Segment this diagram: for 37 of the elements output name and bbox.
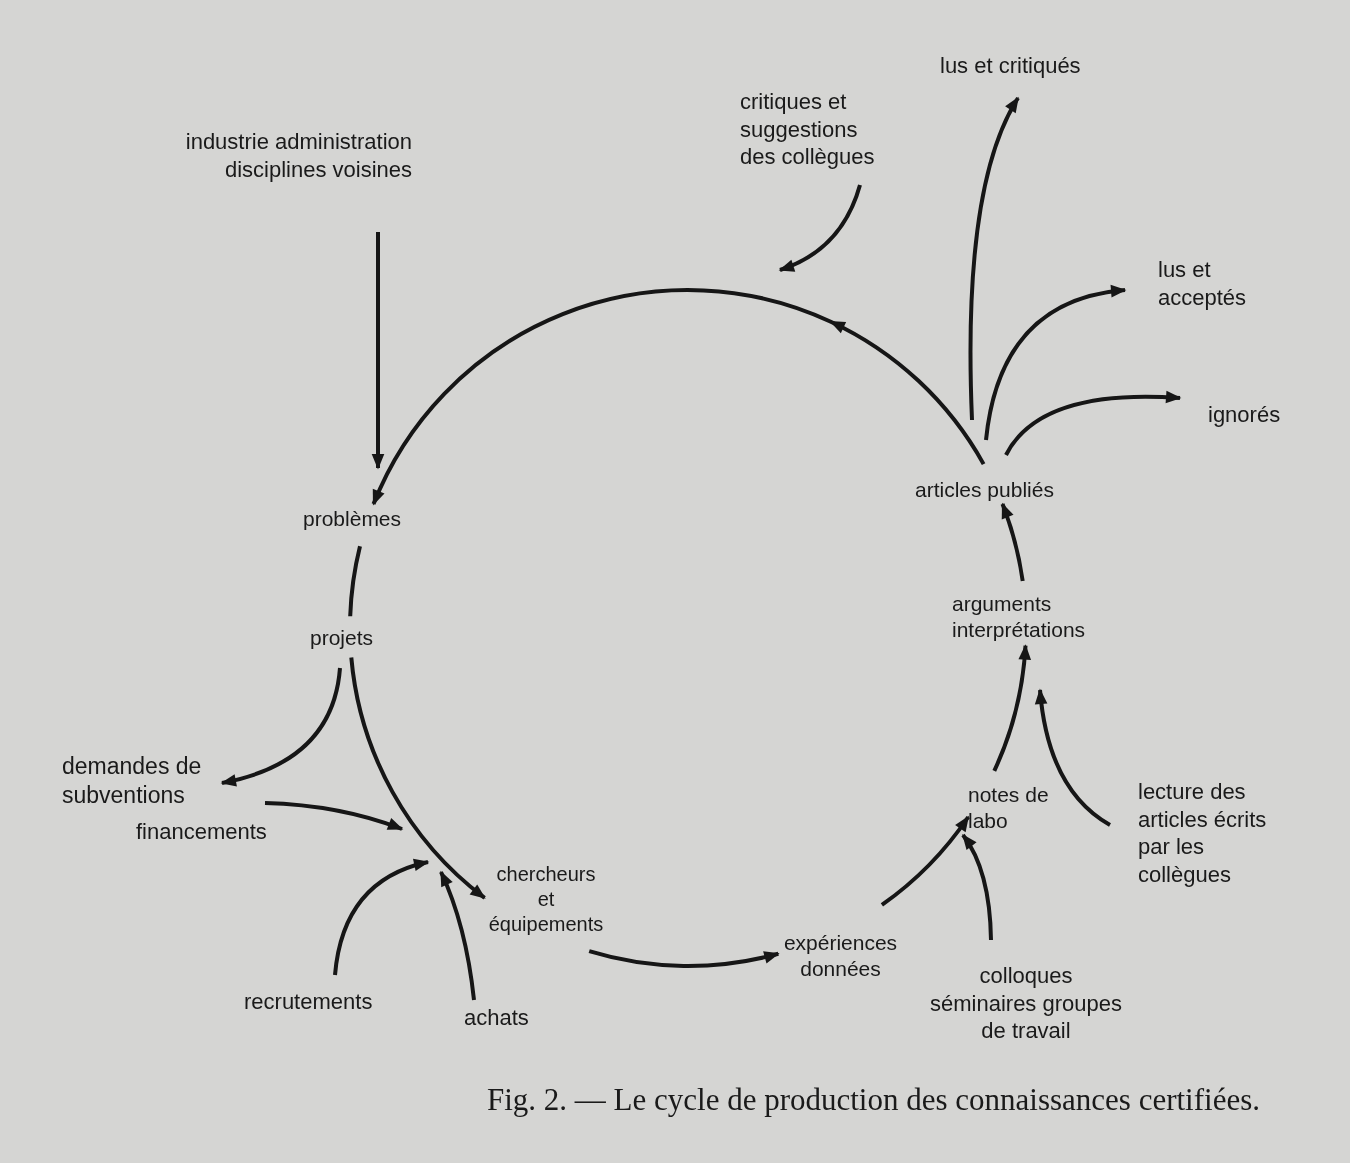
- arrow: [1000, 502, 1025, 582]
- figure-caption: Fig. 2. — Le cycle de production des connaissances certifiées.: [485, 1082, 1260, 1118]
- arrow: [778, 184, 862, 272]
- arrow: [349, 657, 486, 900]
- node-label: lus et acceptés: [1158, 256, 1278, 311]
- node-label: recrutements: [244, 988, 414, 1016]
- arrow: [588, 949, 780, 968]
- node-label: demandes de subventions: [62, 752, 220, 810]
- arrow: [984, 285, 1127, 441]
- arrow: [1035, 688, 1112, 827]
- arrow: [439, 870, 476, 1001]
- arrow: [880, 815, 970, 907]
- node-label: articles publiés: [915, 477, 1090, 504]
- node-label: problèmes: [303, 506, 428, 533]
- node-label: lus et critiqués: [940, 52, 1140, 80]
- node-label: colloques séminaires groupes de travail: [930, 962, 1122, 1045]
- arrow: [961, 833, 993, 941]
- arrow: [220, 667, 342, 787]
- node-label: financements: [136, 818, 311, 846]
- node-label: projets: [310, 625, 390, 652]
- arrow: [371, 288, 986, 506]
- arrow: [992, 644, 1031, 772]
- arrow: [968, 96, 1020, 421]
- node-label: notes de labo: [968, 782, 1068, 835]
- node-label: ignorés: [1208, 401, 1308, 429]
- node-label: expériences données: [778, 930, 903, 983]
- node-label: arguments interprétations: [952, 591, 1112, 644]
- arrow: [1004, 391, 1182, 457]
- node-label: critiques et suggestions des collègues: [740, 88, 890, 171]
- arrow: [264, 801, 404, 831]
- arrow: [371, 232, 385, 470]
- connector-line: [348, 545, 362, 617]
- node-label: industrie administration disciplines voisines: [168, 128, 412, 183]
- node-label: chercheurs et équipements: [487, 862, 605, 937]
- arrow: [333, 859, 430, 976]
- node-label: lecture des articles écrits par les collègues: [1138, 778, 1288, 888]
- node-label: achats: [464, 1004, 554, 1032]
